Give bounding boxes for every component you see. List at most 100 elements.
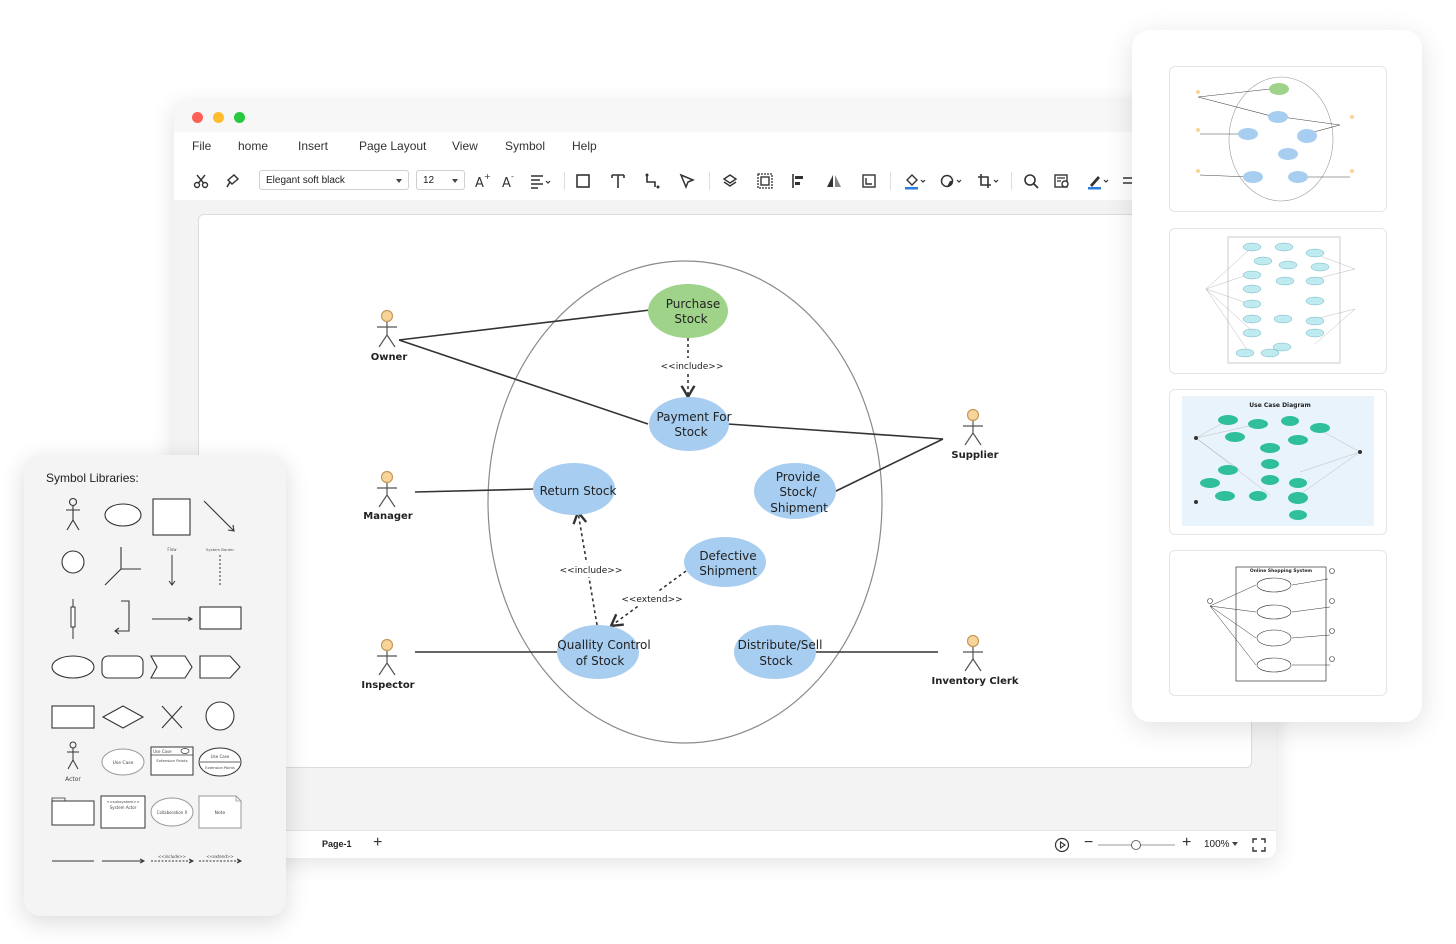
- maximize-window-button[interactable]: [234, 112, 245, 123]
- crop-icon[interactable]: [974, 171, 1002, 191]
- cut-icon[interactable]: [190, 171, 212, 191]
- use-case-payment-for-stock[interactable]: Payment For Stock: [649, 397, 732, 451]
- use-case-purchase-stock[interactable]: Purchase Stock: [648, 284, 728, 338]
- ellipse-symbol[interactable]: [99, 495, 147, 539]
- increase-font-icon[interactable]: A+: [471, 171, 493, 191]
- actor-inventory-clerk[interactable]: [963, 634, 983, 672]
- search-icon[interactable]: [1020, 171, 1042, 191]
- rectangle-symbol[interactable]: [196, 597, 244, 641]
- cross-symbol[interactable]: [148, 695, 196, 739]
- template-thumbnail-3[interactable]: Use Case Diagram: [1169, 389, 1387, 535]
- actor-manager[interactable]: [377, 470, 397, 508]
- menu-view[interactable]: View: [452, 139, 478, 153]
- svg-text:Provide: Provide: [776, 470, 820, 484]
- message-arrow-symbol[interactable]: [148, 597, 196, 641]
- template-thumbnail-4[interactable]: Online Shopping System: [1169, 550, 1387, 696]
- align-left-icon[interactable]: [788, 171, 810, 191]
- svg-text:Collaboration X: Collaboration X: [157, 810, 188, 815]
- oval-symbol[interactable]: [49, 645, 97, 689]
- menu-home[interactable]: home: [238, 139, 269, 153]
- play-icon[interactable]: [1054, 837, 1070, 853]
- decision-symbol[interactable]: [99, 695, 147, 739]
- include-relation-symbol[interactable]: <<include>>: [148, 839, 196, 883]
- rounded-rectangle-symbol[interactable]: [99, 645, 147, 689]
- lifeline-symbol[interactable]: [49, 597, 97, 641]
- menu-help[interactable]: Help: [572, 139, 597, 153]
- subsystem-package-symbol[interactable]: [49, 791, 97, 835]
- template-thumbnail-1[interactable]: [1169, 66, 1387, 212]
- use-case-defective-shipment[interactable]: Defective Shipment: [684, 537, 766, 587]
- svg-text:Use Case: Use Case: [153, 749, 172, 754]
- fullscreen-icon[interactable]: [1252, 838, 1266, 852]
- close-window-button[interactable]: [192, 112, 203, 123]
- symbol-library-panel: Symbol Libraries: Flow System Border: [24, 455, 286, 916]
- zoom-out-button[interactable]: −: [1084, 834, 1094, 851]
- diagonal-arrow-symbol[interactable]: [196, 495, 244, 539]
- square-symbol[interactable]: [148, 495, 196, 539]
- pentagon-arrow-symbol[interactable]: [196, 645, 244, 689]
- connector-tool-icon[interactable]: [641, 171, 663, 191]
- actor-symbol[interactable]: [49, 495, 97, 539]
- line-color-icon[interactable]: [1084, 171, 1112, 191]
- font-family-select[interactable]: Elegant soft black: [259, 170, 409, 190]
- process-symbol[interactable]: [49, 695, 97, 739]
- template-panel: Use Case Diagram Online Shopping System: [1132, 30, 1422, 722]
- system-border-symbol[interactable]: System Border: [196, 543, 244, 587]
- shadow-icon[interactable]: [937, 171, 965, 191]
- layers-icon[interactable]: [719, 171, 741, 191]
- pen-tool-icon[interactable]: [676, 171, 698, 191]
- template-4-title: Online Shopping System: [1250, 568, 1313, 574]
- circle-symbol[interactable]: [49, 543, 97, 587]
- zoom-slider[interactable]: [1098, 840, 1175, 850]
- fill-color-icon[interactable]: [901, 171, 929, 191]
- decrease-font-icon[interactable]: A-: [498, 171, 520, 191]
- actor-supplier[interactable]: [963, 408, 983, 446]
- directed-association-symbol[interactable]: [99, 839, 147, 883]
- svg-text:A: A: [475, 176, 484, 190]
- menu-insert[interactable]: Insert: [298, 139, 329, 153]
- use-case-return-stock[interactable]: Return Stock: [533, 463, 616, 515]
- final-state-symbol[interactable]: [196, 695, 244, 739]
- align-text-icon[interactable]: [527, 171, 555, 191]
- svg-text:Distribute/Sell: Distribute/Sell: [738, 638, 823, 652]
- collaboration-symbol[interactable]: Collaboration X: [148, 791, 196, 835]
- minimize-window-button[interactable]: [213, 112, 224, 123]
- zoom-dropdown-icon[interactable]: [1232, 842, 1238, 846]
- use-case-distribute-sell-stock[interactable]: Distribute/Sell Stock: [734, 625, 822, 679]
- actor-labeled-symbol[interactable]: Actor: [49, 740, 97, 784]
- font-size-select[interactable]: 12: [416, 170, 465, 190]
- zoom-slider-handle[interactable]: [1131, 840, 1141, 850]
- use-case-quality-control[interactable]: Quallity Control of Stock: [557, 625, 651, 679]
- flip-icon[interactable]: [823, 171, 845, 191]
- add-page-icon[interactable]: +: [373, 834, 383, 851]
- format-painter-icon[interactable]: [222, 171, 244, 191]
- self-message-symbol[interactable]: [99, 597, 147, 641]
- association-line-symbol[interactable]: [49, 839, 97, 883]
- actor-inspector[interactable]: [377, 638, 397, 676]
- menu-page-layout[interactable]: Page Layout: [359, 139, 427, 153]
- menu-file[interactable]: File: [192, 139, 212, 153]
- send-signal-symbol[interactable]: [148, 645, 196, 689]
- fork-line-symbol[interactable]: [99, 543, 147, 587]
- page-tab[interactable]: Page-1: [322, 839, 352, 849]
- zoom-in-button[interactable]: +: [1182, 834, 1192, 851]
- page-size-icon[interactable]: [858, 171, 880, 191]
- use-case-provide-stock-shipment[interactable]: Provide Stock/ Shipment: [754, 463, 836, 519]
- rectangle-tool-icon[interactable]: [572, 171, 594, 191]
- note-symbol[interactable]: Note: [196, 791, 244, 835]
- extend-relation-symbol[interactable]: <<extend>>: [196, 839, 244, 883]
- svg-text:Quallity Control: Quallity Control: [557, 638, 650, 652]
- system-actor-symbol[interactable]: <<subsystem>>System Actor: [99, 791, 147, 835]
- find-replace-icon[interactable]: [1051, 171, 1073, 191]
- use-case-symbol[interactable]: Use Case: [99, 740, 147, 784]
- actor-owner[interactable]: [377, 309, 397, 348]
- menu-symbol[interactable]: Symbol: [505, 139, 546, 153]
- text-tool-icon[interactable]: [607, 171, 629, 191]
- group-icon[interactable]: [754, 171, 776, 191]
- flow-symbol[interactable]: Flow: [148, 543, 196, 587]
- zoom-level[interactable]: 100%: [1204, 839, 1230, 850]
- template-thumbnail-2[interactable]: [1169, 228, 1387, 374]
